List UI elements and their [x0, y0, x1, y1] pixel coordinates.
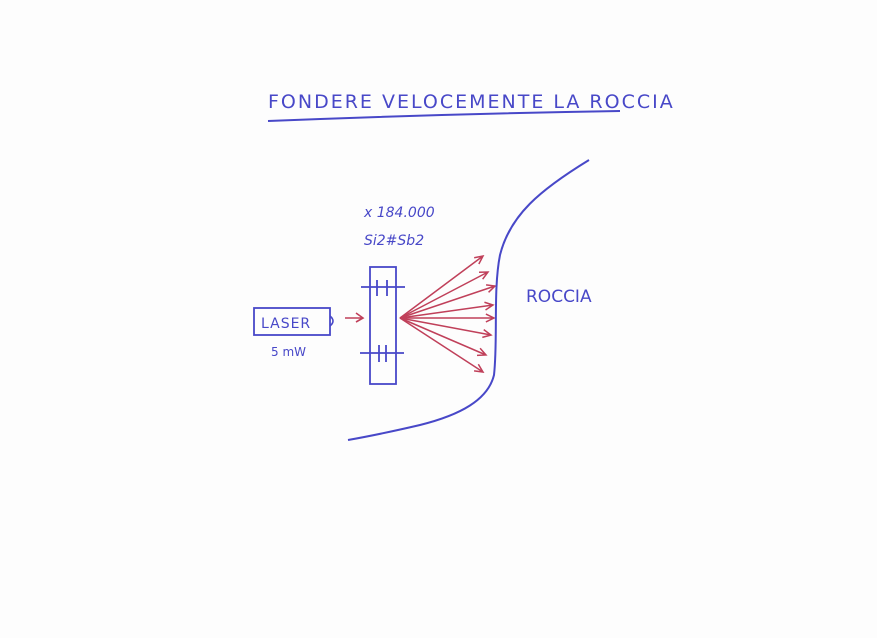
laser-aperture — [329, 315, 334, 327]
ray-arrow — [399, 317, 488, 357]
ray-arrow — [399, 271, 490, 319]
rock-surface — [347, 159, 590, 441]
crystal-material: Si2#Sb2 — [364, 233, 424, 249]
ray-arrow — [399, 317, 485, 373]
rock-label: ROCCIA — [526, 287, 592, 307]
laser-label: LASER — [261, 316, 311, 332]
laser-box — [253, 307, 331, 336]
ray-arrow — [399, 254, 485, 319]
input-beam-arrow — [345, 312, 365, 323]
ray-arrow — [400, 313, 496, 323]
output-rays — [399, 254, 497, 373]
crystal-block — [360, 266, 405, 385]
laser-power: 5 mW — [271, 345, 306, 359]
title-underline — [267, 110, 621, 122]
ray-arrow — [399, 317, 493, 339]
crystal-multiplier: x 184.000 — [363, 205, 435, 221]
ray-arrow — [399, 301, 495, 319]
title: FONDERE VELOCEMENTE LA ROCCIA — [268, 91, 675, 113]
ray-arrow — [399, 284, 497, 319]
